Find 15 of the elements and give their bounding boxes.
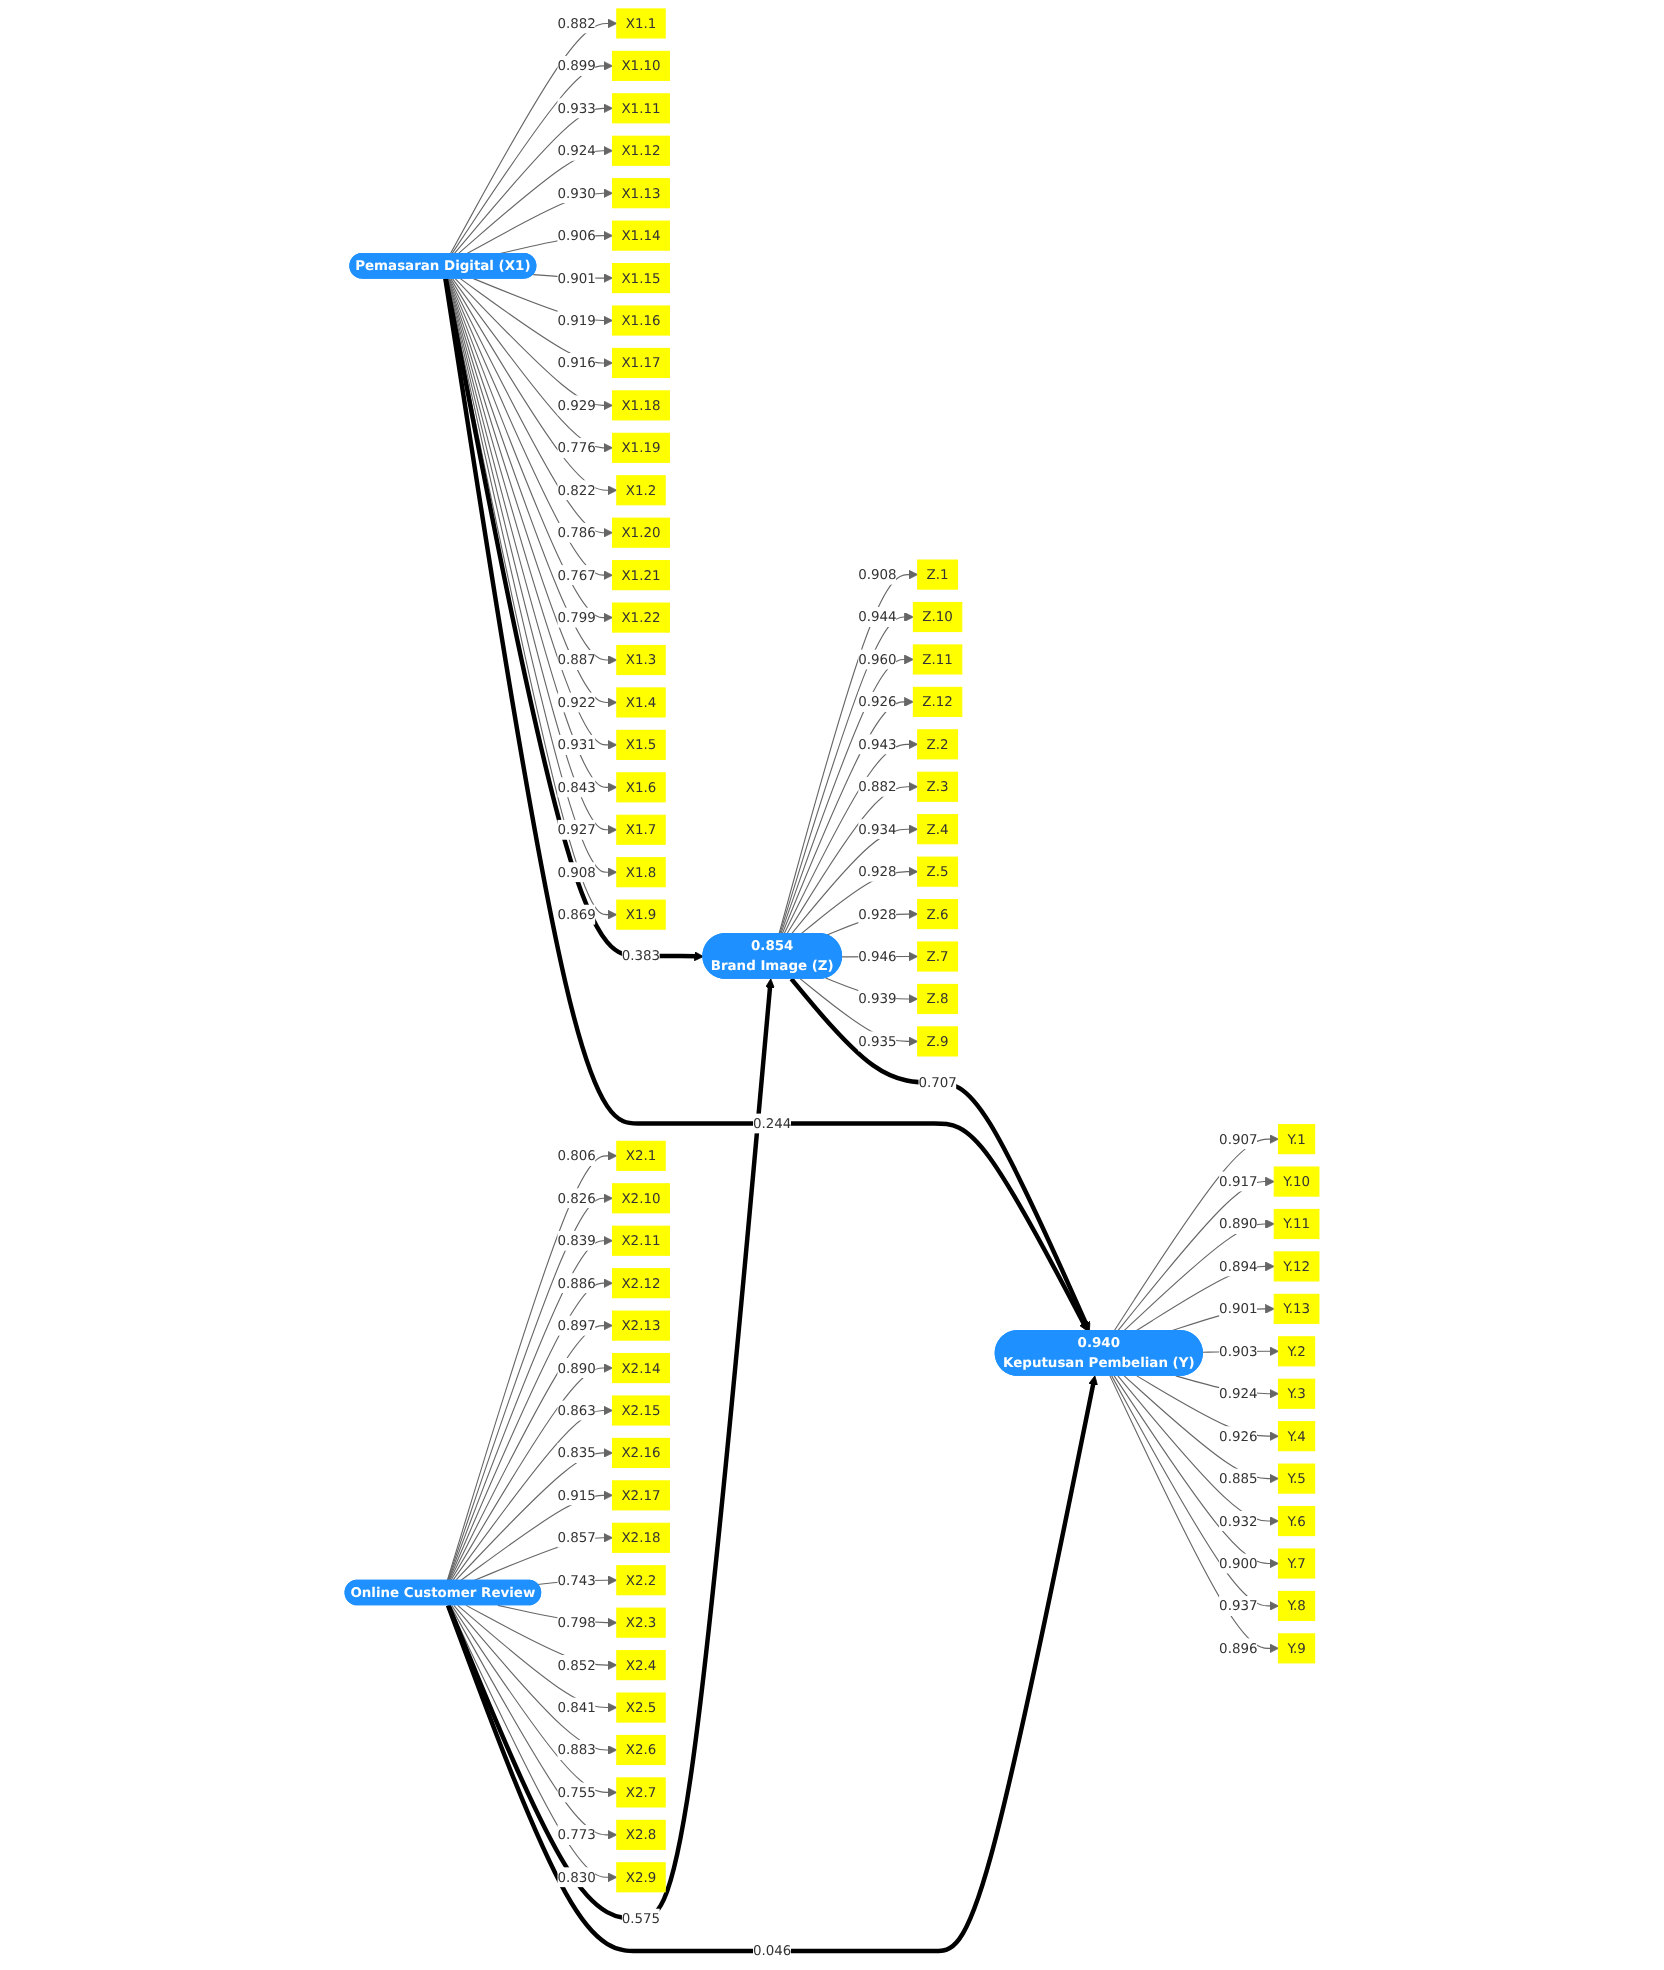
arrow — [472, 1532, 613, 1582]
arrow — [459, 278, 613, 368]
arrow — [781, 697, 914, 935]
arrow — [451, 278, 613, 453]
arrow — [443, 278, 1089, 1332]
arrow — [454, 1448, 613, 1582]
arrow — [450, 278, 618, 496]
arrow — [472, 278, 613, 326]
arrow — [446, 978, 775, 1921]
arrow — [450, 1363, 613, 1582]
arrow — [445, 1375, 1098, 1954]
arrow — [459, 1490, 613, 1582]
arrow — [451, 1405, 613, 1582]
arrow — [454, 278, 613, 411]
arrow — [443, 278, 704, 962]
